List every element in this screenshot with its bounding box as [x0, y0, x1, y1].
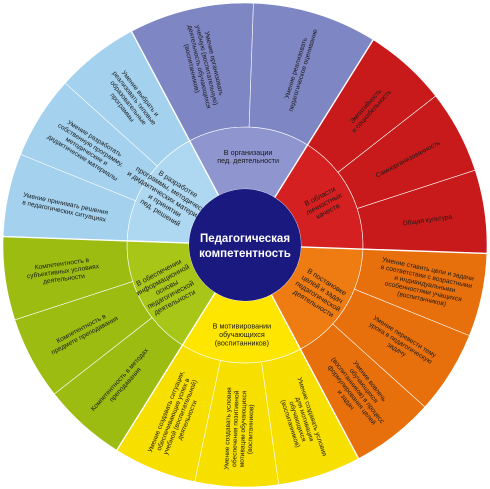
- sector-motivation-item-line: мотивации обучающихся: [238, 390, 249, 467]
- sector-divider: [274, 39, 374, 198]
- center-circle: [189, 189, 301, 301]
- sector-divider: [116, 292, 216, 451]
- center-label-line-2: компетентность: [199, 248, 291, 260]
- sector-motivation-title: В мотивированииобучающихся(воспитанников…: [213, 321, 271, 347]
- sector-divider: [270, 294, 360, 460]
- sector-motivation-item-line: Умение создавать условия: [223, 387, 233, 470]
- sector-motivation: В мотивированииобучающихся(воспитанников…: [116, 292, 360, 488]
- sector-divider: [3, 235, 190, 244]
- sector-information: В обеспеченииинформационнойосновыпедагог…: [2, 236, 216, 451]
- sector-motivation-title-line: (воспитанников): [215, 338, 269, 347]
- center-label-line-1: Педагогическая: [200, 233, 290, 245]
- sector-personal: В областиличностныхкачествЭмпатийностьи …: [274, 39, 488, 254]
- sector-motivation-item-line: (воспитанников): [247, 404, 256, 454]
- sector-motivation-item-line: обеспечения позитивной: [230, 390, 241, 467]
- sector-organization-title-line: В организации: [224, 148, 273, 157]
- sector-information-title: В обеспеченииинформационнойосновыпедагог…: [135, 257, 197, 317]
- sector-divider: [300, 246, 487, 255]
- sector-motivation-title-line: обучающихся: [219, 330, 265, 339]
- sector-motivation-title-line: В мотивировании: [213, 321, 271, 330]
- sector-divider: [130, 30, 220, 196]
- sector-organization-title-line: пед. деятельности: [217, 156, 279, 165]
- center-hub: Педагогическая компетентность: [189, 189, 301, 301]
